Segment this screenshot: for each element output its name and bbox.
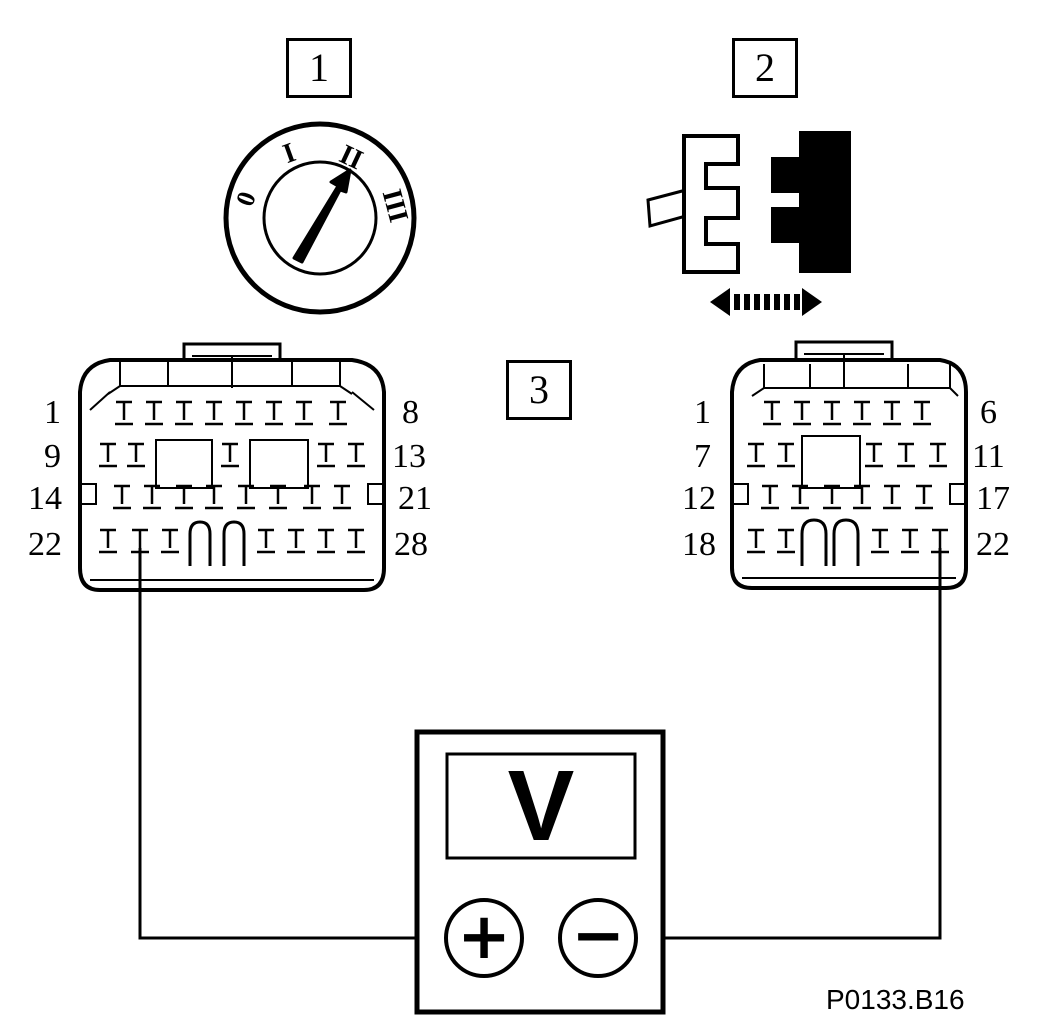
connector-22-terminal bbox=[897, 442, 915, 468]
c22-row1-start: 1 bbox=[694, 394, 711, 431]
connector-28-terminal bbox=[287, 528, 305, 554]
c22-row4-end: 22 bbox=[976, 526, 1010, 563]
connector-22-terminal bbox=[747, 528, 765, 554]
connector-plug-illustration bbox=[646, 131, 851, 316]
c22-row2-end: 11 bbox=[972, 438, 1005, 475]
connector-28-terminal bbox=[221, 442, 239, 468]
connector-22-terminal bbox=[915, 484, 933, 510]
c28-row2-start: 9 bbox=[44, 438, 61, 475]
c22-row3-start: 12 bbox=[682, 480, 716, 517]
voltmeter-display bbox=[445, 752, 637, 860]
connector-22-terminal bbox=[883, 484, 901, 510]
connector-22-terminal bbox=[747, 442, 765, 468]
connector-22-pin bbox=[730, 340, 968, 590]
callout-1: 1 bbox=[286, 38, 352, 98]
double-arrow-icon bbox=[710, 288, 822, 316]
connector-22-terminal bbox=[823, 400, 841, 426]
connector-22-terminal bbox=[763, 400, 781, 426]
ignition-switch bbox=[223, 121, 417, 315]
positive-terminal bbox=[444, 898, 524, 978]
connector-22-terminal bbox=[853, 484, 871, 510]
connector-22-terminal bbox=[761, 484, 779, 510]
c22-row3-end: 17 bbox=[976, 480, 1010, 517]
connector-28-terminal bbox=[175, 400, 193, 426]
connector-28-terminal bbox=[347, 528, 365, 554]
c28-row1-start: 1 bbox=[44, 394, 61, 431]
connector-22-terminal bbox=[791, 484, 809, 510]
voltmeter bbox=[414, 729, 666, 1015]
c22-row1-end: 6 bbox=[980, 394, 997, 431]
negative-terminal bbox=[558, 898, 638, 978]
connector-28-terminal bbox=[115, 400, 133, 426]
connector-22-terminal bbox=[865, 442, 883, 468]
connector-28-terminal bbox=[257, 528, 275, 554]
negative-test-lead bbox=[636, 548, 942, 940]
voltmeter-display-symbol: V bbox=[507, 750, 575, 862]
c28-row1-end: 8 bbox=[402, 394, 419, 431]
connector-28-terminal bbox=[205, 484, 223, 510]
connector-28-terminal bbox=[175, 484, 193, 510]
connector-22-terminal bbox=[883, 400, 901, 426]
c28-row2-end: 13 bbox=[392, 438, 426, 475]
connector-28-terminal bbox=[265, 400, 283, 426]
connector-28-terminal bbox=[329, 400, 347, 426]
connector-28-terminal bbox=[113, 484, 131, 510]
connector-28-terminal bbox=[333, 484, 351, 510]
c22-row4-start: 18 bbox=[682, 526, 716, 563]
connector-28-terminal bbox=[237, 484, 255, 510]
connector-22-terminal bbox=[929, 442, 947, 468]
connector-22-terminal bbox=[777, 442, 795, 468]
callout-3: 3 bbox=[506, 360, 572, 420]
c28-row3-end: 21 bbox=[398, 480, 432, 517]
positive-terminal-symbol: + bbox=[457, 900, 511, 974]
connector-28-terminal bbox=[303, 484, 321, 510]
connector-22-terminal bbox=[777, 528, 795, 554]
connector-28-terminal bbox=[295, 400, 313, 426]
connector-28-terminal bbox=[99, 442, 117, 468]
c28-row3-start: 14 bbox=[28, 480, 62, 517]
connector-22-terminal bbox=[901, 528, 919, 554]
ignition-key-arrow-icon bbox=[292, 168, 352, 264]
connector-22-terminal bbox=[823, 484, 841, 510]
connector-28-terminal bbox=[145, 400, 163, 426]
c22-row2-start: 7 bbox=[694, 438, 711, 475]
connector-28-terminal bbox=[99, 528, 117, 554]
figure-code: P0133.B16 bbox=[826, 984, 965, 1015]
connector-28-terminal bbox=[127, 442, 145, 468]
connector-22-terminal bbox=[793, 400, 811, 426]
test-lead-wires bbox=[138, 548, 942, 940]
connector-28-terminal bbox=[205, 400, 223, 426]
connector-22-terminal bbox=[853, 400, 871, 426]
negative-terminal-symbol: − bbox=[571, 899, 625, 973]
connector-22-terminal bbox=[871, 528, 889, 554]
connector-28-terminal bbox=[161, 528, 179, 554]
c28-row4-end: 28 bbox=[394, 526, 428, 563]
connector-28-terminal bbox=[317, 442, 335, 468]
c28-row4-start: 22 bbox=[28, 526, 62, 563]
connector-28-terminal bbox=[235, 400, 253, 426]
connector-28-terminal bbox=[143, 484, 161, 510]
ignition-pos-3: III bbox=[375, 186, 415, 226]
callout-2: 2 bbox=[732, 38, 798, 98]
connector-28-terminal bbox=[269, 484, 287, 510]
connector-28-pin bbox=[78, 342, 386, 592]
connector-22-terminal bbox=[913, 400, 931, 426]
connector-28-terminal bbox=[317, 528, 335, 554]
positive-test-lead bbox=[138, 548, 446, 940]
connector-28-terminal bbox=[347, 442, 365, 468]
